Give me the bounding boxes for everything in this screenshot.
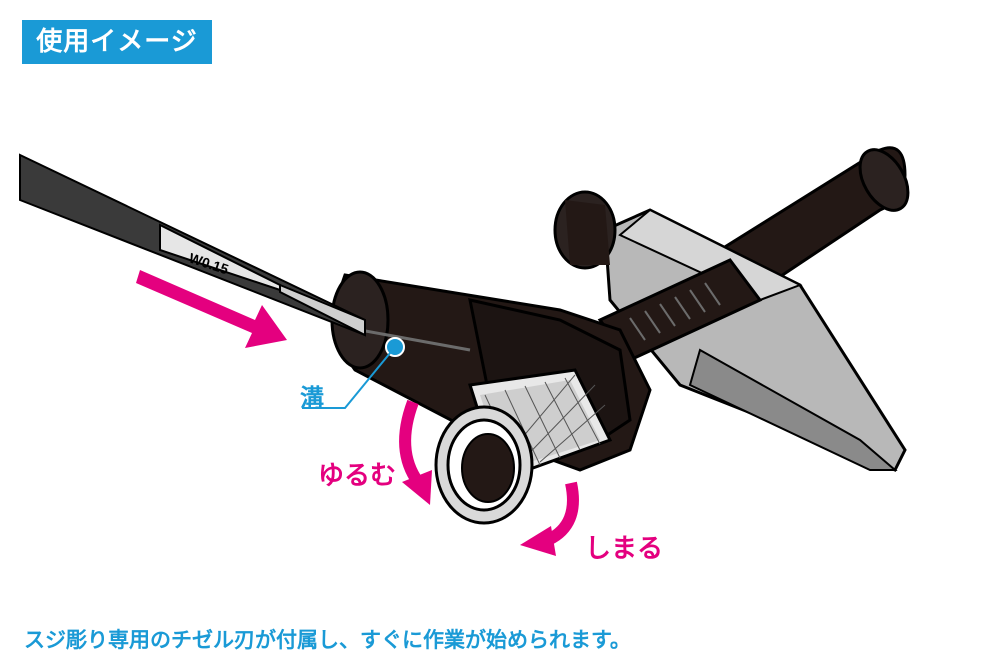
chisel-blade: W0.15 — [19, 153, 366, 337]
tighten-arrow-icon — [520, 481, 579, 556]
tighten-label: しまる — [585, 534, 664, 564]
loosen-arrow-icon — [399, 399, 432, 505]
top-knurled-screw — [553, 190, 617, 270]
usage-image-badge: 使用イメージ — [22, 20, 212, 64]
loosen-label: ゆるむ — [318, 461, 397, 491]
insert-direction-arrow-icon — [136, 270, 287, 348]
groove-callout — [302, 337, 405, 409]
groove-label: 溝 — [300, 384, 324, 412]
description-caption: スジ彫り専用のチゼル刃が付属し、すぐに作業が始められます。 — [24, 628, 631, 652]
front-knurled-nut — [434, 368, 613, 525]
